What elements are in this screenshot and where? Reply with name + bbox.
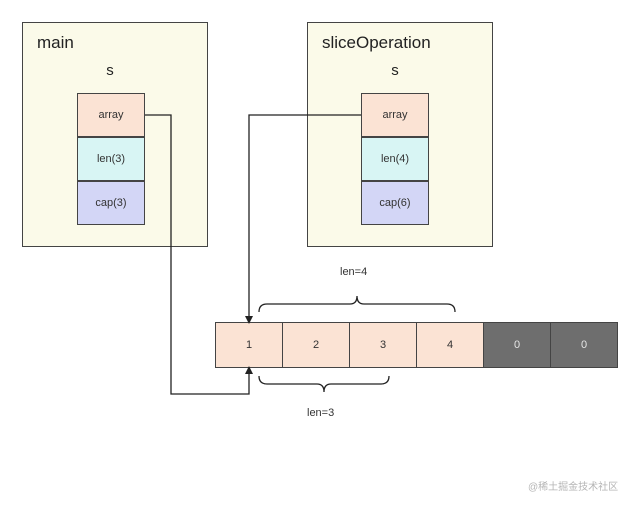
array-cell-unused: 0 — [550, 322, 618, 368]
array-cell: 3 — [349, 322, 417, 368]
array-cell: 4 — [416, 322, 484, 368]
array-cell: 2 — [282, 322, 350, 368]
watermark: @稀土掘金技术社区 — [528, 482, 619, 493]
slice-array-field: array — [361, 93, 429, 137]
main-variable-name: s — [106, 62, 114, 79]
len-3-label: len=3 — [307, 407, 335, 419]
slice-len-field: len(4) — [361, 137, 429, 181]
main-cap-field: cap(3) — [77, 181, 145, 225]
slice-cap-field: cap(6) — [361, 181, 429, 225]
len-3-brace — [258, 375, 390, 393]
len-4-brace — [258, 295, 456, 313]
main-array-pointer-arrow — [145, 114, 253, 395]
slice-array-pointer-arrow — [245, 114, 361, 324]
slice-operation-frame-title: sliceOperation — [322, 33, 431, 52]
len-4-label: len=4 — [340, 266, 368, 278]
slice-variable-name: s — [391, 62, 399, 79]
main-array-field: array — [77, 93, 145, 137]
main-len-field: len(3) — [77, 137, 145, 181]
main-frame-title: main — [37, 33, 74, 52]
array-cell-unused: 0 — [483, 322, 551, 368]
